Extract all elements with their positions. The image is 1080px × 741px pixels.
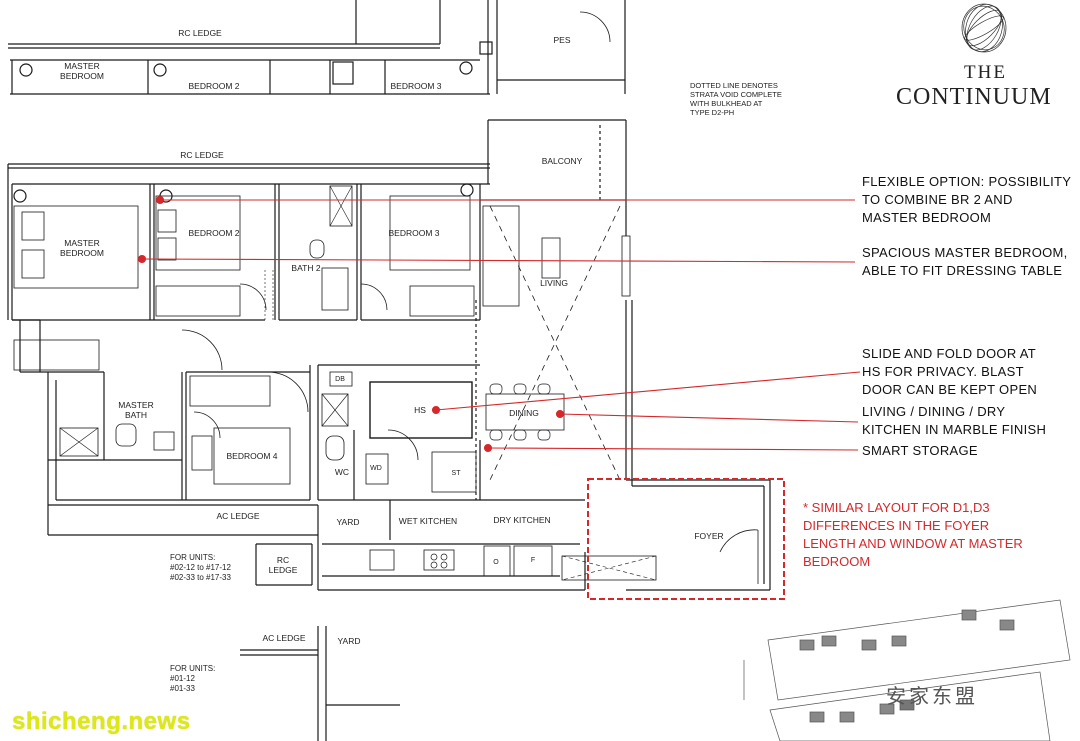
yard-label: YARD: [336, 517, 360, 527]
site-plan-key: [743, 599, 1071, 741]
units-note-upper: FOR UNITS: #02-12 to #17-12 #02-33 to #1…: [170, 553, 231, 582]
foyer-highlight-box: [587, 478, 785, 600]
bedroom4-label: BEDROOM 4: [226, 451, 278, 461]
rc-ledge-2-label: RC LEDGE: [268, 555, 298, 575]
strata-void-note: DOTTED LINE DENOTES STRATA VOID COMPLETE…: [690, 81, 782, 117]
bedroom3-label: BEDROOM 3: [388, 228, 440, 238]
rc-ledge-label: RC LEDGE: [180, 150, 224, 160]
dry-kitchen-label: DRY KITCHEN: [493, 515, 551, 525]
upper-bedroom3-label: BEDROOM 3: [390, 81, 442, 91]
brand-line-1: THE: [964, 62, 1007, 83]
annotation-marble-finish: LIVING / DINING / DRY KITCHEN IN MARBLE …: [862, 404, 1047, 437]
lower-yard-label: YARD: [337, 636, 361, 646]
upper-master-bedroom-label: MASTER BEDROOM: [60, 61, 104, 81]
upper-pes-label: PES: [553, 35, 571, 45]
wd-label: WD: [370, 465, 382, 472]
ac-ledge-label: AC LEDGE: [216, 511, 260, 521]
annotation-flexible-option: FLEXIBLE OPTION: POSSIBILITY TO COMBINE …: [862, 174, 1072, 225]
annotation-master-bedroom: SPACIOUS MASTER BEDROOM, ABLE TO FIT DRE…: [862, 245, 1068, 278]
bath2-label: BATH 2: [291, 263, 321, 273]
lower-ac-ledge-label: AC LEDGE: [262, 633, 306, 643]
wechat-watermark: 安家东盟: [886, 684, 978, 708]
continuum-logo-mark: [961, 3, 1007, 53]
similar-layout-note: * SIMILAR LAYOUT FOR D1,D3 DIFFERENCES I…: [803, 500, 1023, 569]
wc-label: WC: [334, 467, 350, 477]
annotation-smart-storage: SMART STORAGE: [862, 443, 978, 458]
master-bath-label: MASTER BATH: [118, 400, 154, 420]
balcony-label: BALCONY: [541, 156, 583, 166]
st-label: ST: [451, 470, 461, 477]
db-label: DB: [335, 376, 345, 383]
upper-rc-ledge-label: RC LEDGE: [178, 28, 222, 38]
fridge-label: F: [530, 557, 536, 564]
upper-bedroom2-label: BEDROOM 2: [188, 81, 240, 91]
annotation-slide-fold-door: SLIDE AND FOLD DOOR AT HS FOR PRIVACY. B…: [862, 346, 1038, 397]
living-label: LIVING: [540, 278, 568, 288]
site-watermark: shicheng.news: [12, 708, 191, 735]
oven-label: O: [493, 559, 499, 566]
bedroom2-label: BEDROOM 2: [188, 228, 240, 238]
wet-kitchen-label: WET KITCHEN: [398, 516, 458, 526]
units-note-lower: FOR UNITS: #01-12 #01-33: [170, 664, 216, 693]
master-bedroom-label: MASTER BEDROOM: [60, 238, 104, 258]
foyer-label: FOYER: [694, 531, 724, 541]
dining-label: DINING: [509, 408, 539, 418]
hs-label: HS: [414, 405, 426, 415]
brand-line-2: CONTINUUM: [896, 84, 1052, 110]
